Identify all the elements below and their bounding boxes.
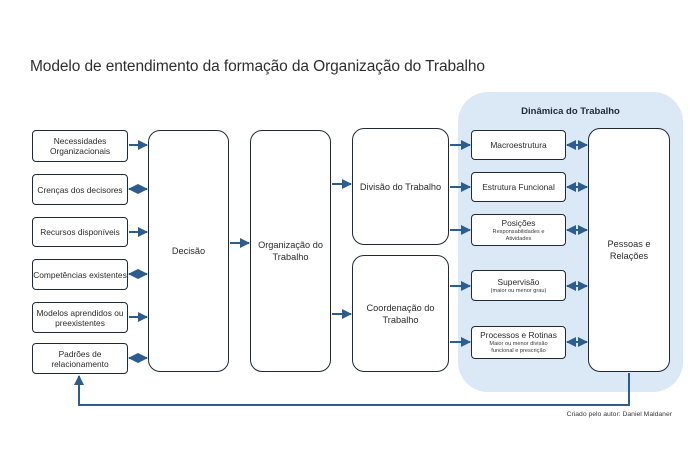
organizacao-label: Organização do Trabalho	[258, 240, 323, 262]
posicoes-label: Posições	[501, 217, 536, 228]
decisao-label: Decisão	[171, 246, 206, 256]
input-padroes-label: Padrões de relacionamento	[51, 348, 109, 369]
supervisao-sub: (maior ou menor grau)	[490, 287, 547, 294]
decisao-box: Decisão	[148, 130, 229, 372]
supervisao-label: Supervisão	[497, 276, 540, 287]
coordenacao-label: Coordenação do Trabalho	[366, 302, 435, 325]
pessoas-label: Pessoas e Relações	[607, 239, 651, 261]
divisao-label: Divisão do Trabalho	[359, 181, 442, 192]
input-crencas-label: Crenças dos decisores	[37, 184, 123, 195]
dinamica-title: Dinâmica do Trabalho	[521, 106, 620, 117]
coordenacao-box: Coordenação do Trabalho	[352, 255, 449, 372]
input-competencias-label: Competências existentes	[33, 269, 127, 280]
input-recursos-label: Recursos disponíveis	[40, 227, 120, 237]
arrow-feedback-loop	[74, 373, 630, 406]
macroestrutura-box: Macroestrutura	[471, 130, 566, 160]
input-crencas-box: Crenças dos decisores	[32, 174, 128, 205]
input-modelos-box: Modelos aprendidos ou preexistentes	[32, 302, 128, 333]
posicoes-sub: Responsabilidades e Atividades	[492, 228, 545, 242]
pessoas-box: Pessoas e Relações	[588, 128, 670, 372]
estrutura-funcional-label: Estrutura Funcional	[482, 182, 555, 192]
input-competencias-box: Competências existentes	[32, 259, 128, 290]
processos-sub: Maior ou menor divisão funcional e presc…	[489, 341, 548, 354]
posicoes-box: Posições Responsabilidades e Atividades	[471, 214, 566, 246]
diagram-title: Modelo de entendimento da formação da Or…	[30, 58, 485, 75]
macroestrutura-label: Macroestrutura	[490, 140, 547, 150]
input-padroes-box: Padrões de relacionamento	[32, 343, 128, 374]
divisao-box: Divisão do Trabalho	[352, 128, 449, 245]
estrutura-funcional-box: Estrutura Funcional	[471, 172, 566, 202]
supervisao-box: Supervisão (maior ou menor grau)	[471, 270, 566, 301]
input-necessidades-label: Necessidades Organizacionais	[49, 136, 111, 156]
processos-label: Processos e Rotinas	[480, 330, 557, 340]
input-recursos-box: Recursos disponíveis	[32, 217, 128, 247]
input-modelos-label: Modelos aprendidos ou preexistentes	[36, 307, 124, 328]
input-necessidades-box: Necessidades Organizacionais	[32, 130, 128, 162]
processos-box: Processos e Rotinas Maior ou menor divis…	[471, 326, 566, 359]
organizacao-box: Organização do Trabalho	[250, 130, 331, 372]
credit-text: Criado pelo autor: Daniel Maldaner	[566, 411, 672, 418]
